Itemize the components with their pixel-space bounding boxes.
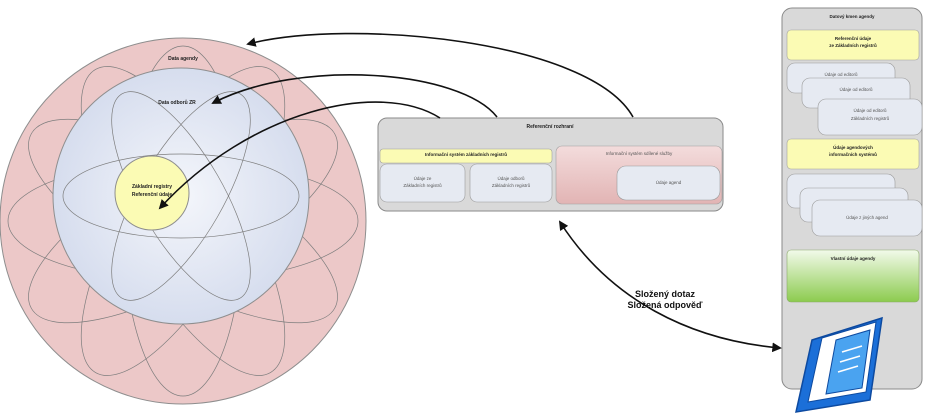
own-data-box	[786, 249, 920, 303]
center-left-item-2-label-1: Údaje odborů	[497, 176, 525, 181]
agenda-header	[786, 138, 920, 170]
center-left-item-1	[379, 163, 466, 203]
right-panel-title: Datový kmen agendy	[829, 14, 875, 19]
agenda-header-label-1: Údaje agendových	[833, 145, 873, 150]
stack2-card-c-label: Údaje z jiných agend	[846, 215, 888, 220]
middle-circle-label: Data odborů ZR	[158, 100, 196, 106]
ref-header-label-2: ze Základních registrů	[829, 43, 877, 48]
center-panel-title: Referenční rozhraní	[526, 124, 574, 130]
center-left-header	[379, 148, 553, 164]
center-left-item-2-label-2: Základních registrů	[491, 183, 531, 188]
inner-circle-label-2: Referenční údaje	[131, 192, 173, 198]
agenda-header-label-2: informačních systémů	[829, 152, 877, 157]
center-left-item-1-label-2: Základních registrů	[403, 183, 442, 188]
ref-data-header	[786, 29, 920, 61]
query-label-2: Složená odpověď	[627, 300, 703, 310]
stack1-card-c	[817, 98, 923, 136]
center-right-item-label: Údaje agend	[655, 180, 682, 185]
center-right-item	[616, 165, 721, 201]
stack1-card-b-label: Údaje od editorů	[839, 87, 873, 92]
ref-header-label-1: Referenční údaje	[834, 36, 872, 41]
stack1-card-c-label-2: Základních registrů	[850, 116, 890, 121]
stack1-card-c-label-1: Údaje od editorů	[853, 108, 887, 113]
book-icon	[795, 316, 883, 413]
center-right-header-label: Informační systém sdílené služby	[605, 151, 673, 156]
arrows	[158, 32, 782, 353]
stack2-card-c	[811, 199, 923, 237]
own-data-label: Vlastní údaje agendy	[830, 256, 876, 261]
center-left-header-label: Informační systém základních registrů	[424, 152, 508, 157]
query-label-1: Složený dotaz	[634, 289, 695, 299]
center-left-item-2	[469, 163, 553, 203]
stack1-card-a-label: Údaje od editorů	[824, 72, 858, 77]
center-left-item-1-label-1: Údaje ze	[413, 176, 432, 181]
inner-circle	[114, 155, 190, 231]
outer-circle-label: Data agendy	[168, 56, 198, 62]
inner-circle-label-1: Základní registry	[131, 184, 172, 190]
